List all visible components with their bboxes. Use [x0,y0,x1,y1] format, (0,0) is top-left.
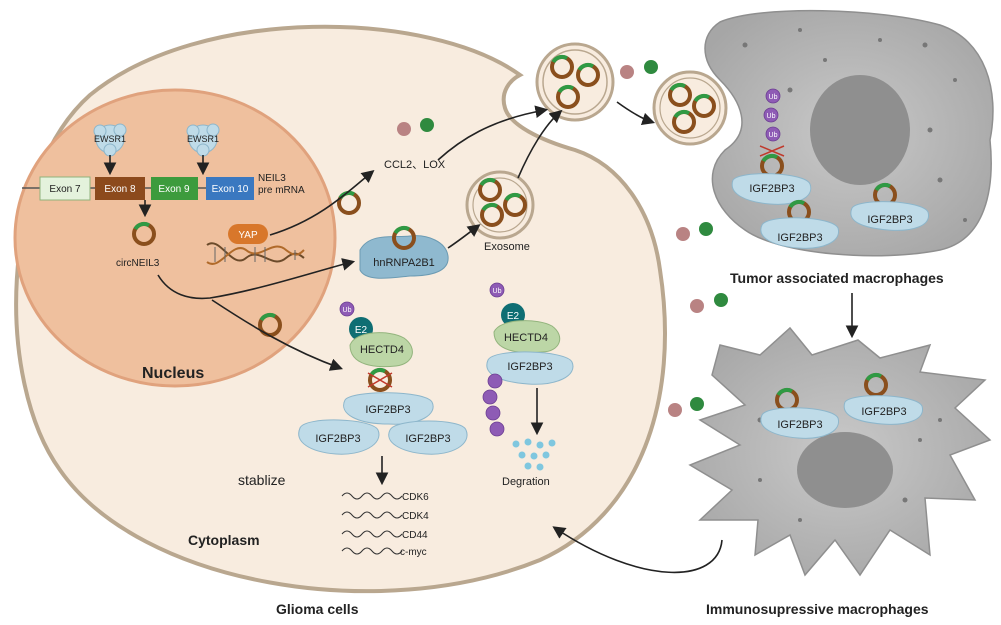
cdk6-label: CDK6 [402,492,429,503]
igf2bp3-protein [731,173,812,205]
lox-dot [420,118,434,132]
yap-label: YAP [238,230,258,241]
tam-label: Tumor associated macrophages [730,270,944,286]
ccl2-dot [620,65,634,79]
cytoplasm-label: Cytoplasm [188,532,260,548]
svg-text:IGF2BP3: IGF2BP3 [777,419,822,431]
igf2bp3-protein [388,420,468,455]
svg-text:HECTD4: HECTD4 [504,332,548,344]
hectd4-label: HECTD4 [360,344,404,356]
lox-dot [699,222,713,236]
cdk4-label: CDK4 [402,511,429,522]
svg-text:IGF2BP3: IGF2BP3 [365,404,410,416]
svg-text:IGF2BP3: IGF2BP3 [405,433,450,445]
ewsr1-left-label: EWSR1 [94,134,126,144]
nucleus-label: Nucleus [142,365,204,382]
yap-protein [228,224,268,244]
svg-text:Ub: Ub [769,132,778,139]
ub-icon [485,405,501,421]
svg-text:Ub: Ub [493,288,502,295]
ccl2-dot [668,403,682,417]
lox-dot [690,397,704,411]
svg-text:Ub: Ub [767,113,776,120]
igf2bp3-protein [760,407,839,439]
svg-text:Ub: Ub [769,94,778,101]
exon9-label: Exon 9 [158,184,190,195]
igf2bp3-protein [760,217,839,249]
degration-label: Degration [502,476,550,488]
glioma-cells-label: Glioma cells [276,601,359,617]
exon9-box [151,177,198,200]
exon7-box [39,176,91,201]
exosome-label: Exosome [484,241,530,253]
ub-icon [489,421,505,437]
ccl2-dot [676,227,690,241]
exon8-box [95,177,145,200]
immuno-label: Immunosupressive macrophages [706,601,929,617]
ewsr1-left: EWSR1 [93,123,127,157]
immuno-nucleus [797,432,893,508]
ccl2-dot [690,299,704,313]
hectd4-protein [349,332,413,368]
igf2bp3-protein [843,395,923,425]
neil3-label: NEIL3 [258,173,286,184]
svg-text:E2: E2 [355,325,368,336]
exon7-label: Exon 7 [49,184,81,195]
hectd4-protein [493,320,561,354]
ub-icon [482,389,498,405]
pre-mrna-label: pre mRNA [258,185,305,196]
svg-text:E2: E2 [507,311,520,322]
igf2bp3-protein [343,392,434,425]
hnrnpa2b1-label: hnRNPA2B1 [373,257,435,269]
igf2bp3-protein [298,419,380,455]
svg-text:IGF2BP3: IGF2BP3 [867,214,912,226]
lox-dot [644,60,658,74]
svg-text:IGF2BP3: IGF2BP3 [315,433,360,445]
circneil3-label: circNEIL3 [116,258,160,269]
stablize-label: stablize [238,472,286,488]
cd44-label: CD44 [402,530,428,541]
ccl2-lox-label: CCL2、LOX [384,159,446,171]
svg-text:IGF2BP3: IGF2BP3 [749,183,794,195]
svg-text:IGF2BP3: IGF2BP3 [777,232,822,244]
dna-helix [206,242,305,265]
ub-icon [487,373,503,389]
mrna-list: CDK6 CDK4 CD44 c-myc [341,492,429,558]
svg-text:IGF2BP3: IGF2BP3 [507,361,552,373]
igf2bp3-protein [850,201,929,231]
ccl2-dot [397,122,411,136]
exon8-label: Exon 8 [104,184,136,195]
lox-dot [714,293,728,307]
svg-text:IGF2BP3: IGF2BP3 [861,406,906,418]
cmyc-label: c-myc [400,547,427,558]
nucleus [13,88,337,388]
svg-text:Ub: Ub [343,307,352,314]
degradation-fragments [512,438,556,471]
tam-nucleus [810,75,910,185]
exon10-box [206,177,254,200]
exon10-label: Exon 10 [212,184,249,195]
budding-exosome [535,42,615,122]
ewsr1-right-label: EWSR1 [187,134,219,144]
